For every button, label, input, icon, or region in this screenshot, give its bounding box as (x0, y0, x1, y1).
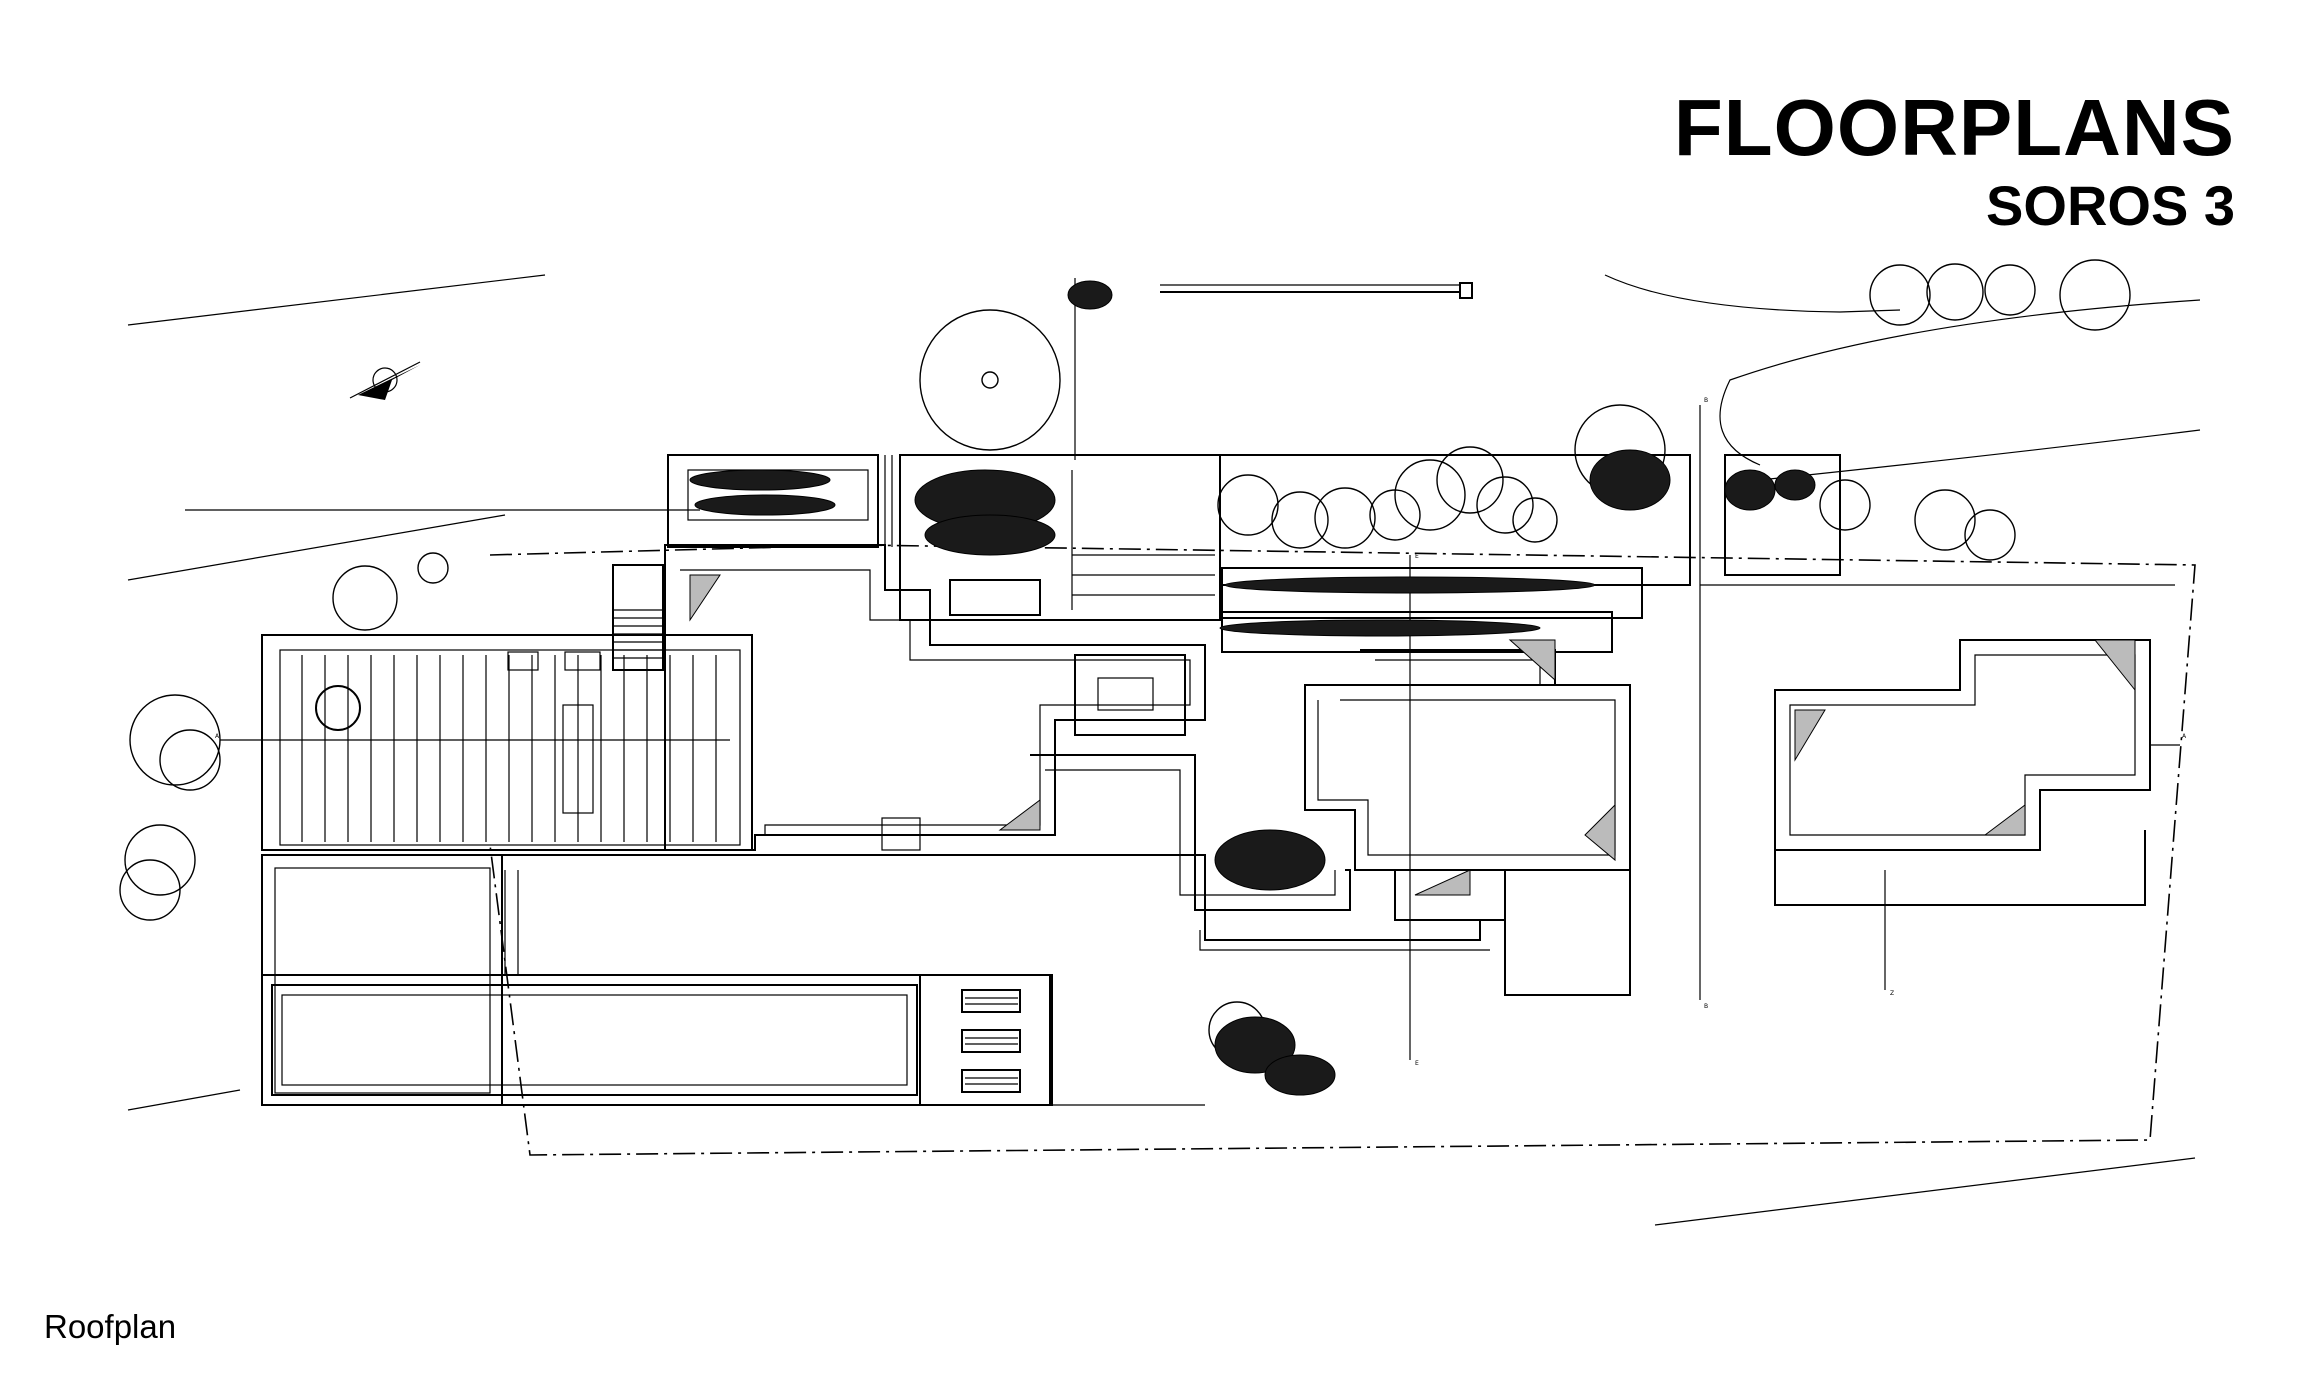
title-block: FLOORPLANS SOROS 3 (1674, 88, 2235, 234)
svg-text:E: E (1415, 1060, 1419, 1067)
svg-text:B: B (1704, 397, 1708, 404)
svg-text:B: B (1704, 1003, 1708, 1010)
page-title: FLOORPLANS (1673, 83, 2235, 172)
drawing-caption: Roofplan (44, 1308, 177, 1345)
trees (119, 259, 2131, 1059)
svg-text:Z: Z (1890, 990, 1894, 997)
svg-text:A: A (215, 733, 220, 740)
project-name: SOROS 3 (1986, 174, 2235, 237)
roof-hatch (689, 574, 2136, 896)
svg-text:E: E (1415, 553, 1419, 560)
section-markers: A A B B E E Z (215, 397, 2187, 1067)
svg-text:A: A (2182, 733, 2187, 740)
deck-boards (301, 655, 717, 842)
building-outline (261, 278, 2175, 1106)
section-lines (185, 405, 2180, 1060)
stair (612, 564, 664, 671)
shrub-masses (689, 280, 1816, 1096)
site-contours (127, 274, 2201, 1226)
north-arrow (349, 361, 421, 400)
